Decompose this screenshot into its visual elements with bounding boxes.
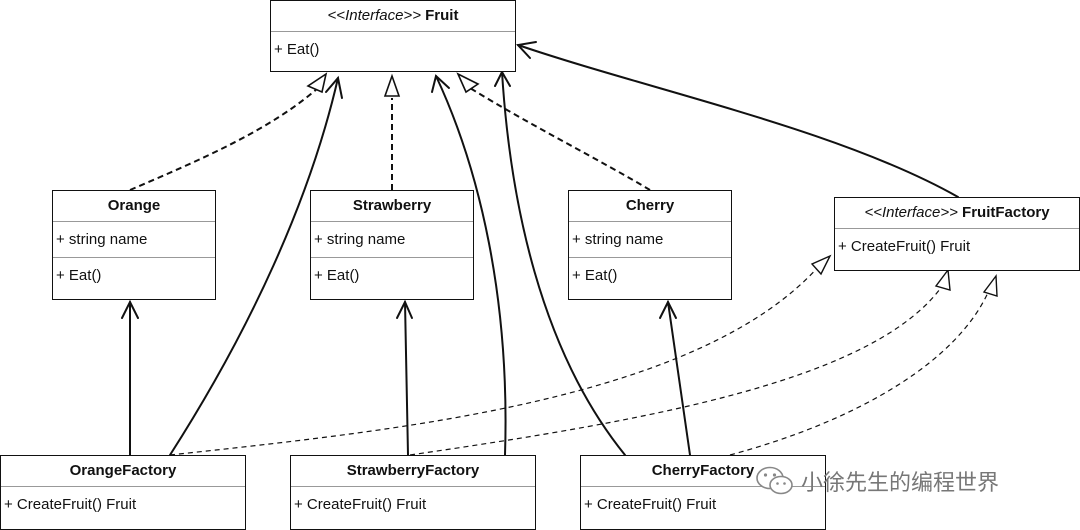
watermark-text: 小徐先生的编程世界 <box>801 471 1000 496</box>
strawberryfactory-class-box[interactable]: StrawberryFactory + CreateFruit() Fruit <box>290 455 536 530</box>
attribute: + string name <box>53 222 215 258</box>
method: + CreateFruit() Fruit <box>838 238 971 255</box>
orange-realization-arrowhead <box>306 72 328 94</box>
method: + Eat() <box>314 267 360 284</box>
edge-cherryfactory-to-fruit <box>501 71 626 456</box>
strawberry-class-box[interactable]: Strawberry + string name + Eat() <box>310 190 474 300</box>
method: + CreateFruit() Fruit <box>4 496 137 513</box>
edge-orange-realizes-fruit <box>129 87 319 191</box>
fruitfactory-fruit-dependency-arrowhead <box>516 41 537 59</box>
edge-cherry-realizes-fruit <box>469 87 651 191</box>
fruit-interface-box[interactable]: <<Interface>> Fruit + Eat() <box>270 0 516 72</box>
edge-cherryfactory-realizes-fruitfactory <box>729 287 991 456</box>
edge-strawberryfactory-realizes-fruitfactory <box>409 281 946 456</box>
class-name: Orange <box>53 191 215 222</box>
cherryfactory-fruit-dependency-arrowhead <box>494 69 511 87</box>
wechat-icon <box>756 466 793 495</box>
method: + Eat() <box>56 267 102 284</box>
strawberryfactory-fruit-dependency-arrowhead <box>431 74 450 93</box>
class-name: FruitFactory <box>962 204 1050 221</box>
strawberryfactory-dependency-arrowhead <box>396 299 413 319</box>
edge-cherryfactory-to-cherry <box>667 301 691 456</box>
strawberry-realization-arrowhead <box>383 73 401 97</box>
class-title: <<Interface>> Fruit <box>271 1 515 32</box>
stereotype-label: <<Interface>> <box>864 204 958 221</box>
attribute: + string name <box>569 222 731 258</box>
orangefactory-realization-arrowhead <box>810 254 832 276</box>
fruitfactory-interface-box[interactable]: <<Interface>> FruitFactory + CreateFruit… <box>834 197 1080 271</box>
class-name: OrangeFactory <box>1 456 245 487</box>
method: + CreateFruit() Fruit <box>584 496 717 513</box>
cherry-class-box[interactable]: Cherry + string name + Eat() <box>568 190 732 300</box>
cherryfactory-dependency-arrowhead <box>659 299 677 319</box>
orangefactory-dependency-arrowhead <box>121 299 139 319</box>
orange-class-box[interactable]: Orange + string name + Eat() <box>52 190 216 300</box>
orangefactory-class-box[interactable]: OrangeFactory + CreateFruit() Fruit <box>0 455 246 530</box>
edge-fruitfactory-to-fruit <box>517 44 959 198</box>
cherry-realization-arrowhead <box>456 72 480 94</box>
strawberryfactory-realization-arrowhead <box>934 268 951 291</box>
edge-orangefactory-realizes-fruitfactory <box>169 264 821 456</box>
attribute: + string name <box>311 222 473 258</box>
class-name: Strawberry <box>311 191 473 222</box>
class-name: StrawberryFactory <box>291 456 535 487</box>
method: + Eat() <box>274 41 320 58</box>
class-name: Cherry <box>569 191 731 222</box>
class-name: CherryFactory <box>581 456 825 487</box>
class-title: <<Interface>> FruitFactory <box>835 198 1079 229</box>
class-name: Fruit <box>425 7 459 24</box>
watermark: 小徐先生的编程世界 <box>755 465 999 497</box>
method: + Eat() <box>572 267 618 284</box>
edge-strawberryfactory-to-strawberry <box>404 301 409 456</box>
stereotype-label: <<Interface>> <box>327 7 421 24</box>
orangefactory-fruit-dependency-arrowhead <box>325 75 343 99</box>
cherryfactory-realization-arrowhead <box>982 274 998 297</box>
method: + CreateFruit() Fruit <box>294 496 427 513</box>
edge-orangefactory-to-fruit <box>169 77 339 456</box>
edge-strawberryfactory-to-fruit <box>435 75 507 456</box>
